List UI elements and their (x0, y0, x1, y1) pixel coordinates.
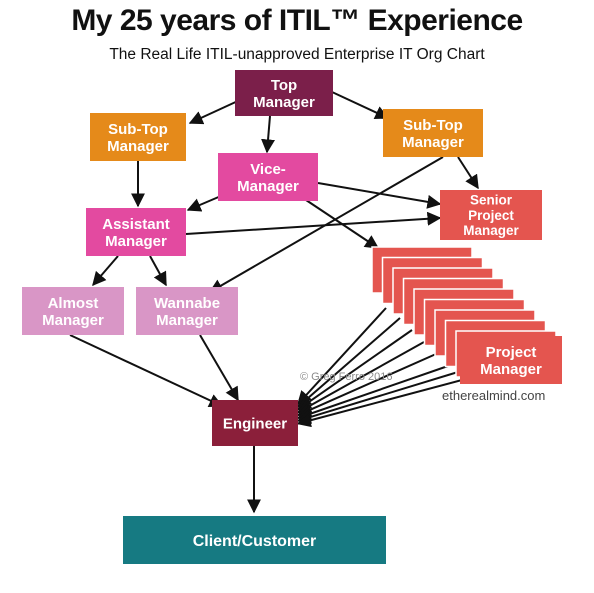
website-label: etherealmind.com (442, 388, 545, 403)
wannabe-manager-box (136, 287, 238, 335)
senior-pm-label: Senior (470, 193, 513, 208)
page-title: My 25 years of ITIL™ Experience (71, 4, 523, 37)
project-manager-label: Manager (480, 361, 542, 378)
sub-top-left-label: Manager (107, 138, 169, 155)
assistant-manager-label: Assistant (102, 216, 170, 233)
project-manager-box (460, 336, 562, 384)
connector-arrow (331, 91, 390, 120)
senior-pm-label: Project (468, 208, 514, 223)
senior-pm-label: Manager (463, 223, 519, 238)
connector-arrow (92, 255, 119, 287)
connector-arrow (149, 255, 167, 287)
engineer-node: Engineer (212, 400, 298, 446)
connector-arrow (296, 379, 463, 428)
engineer-label: Engineer (223, 415, 287, 432)
connector-arrow (199, 334, 239, 402)
project-manager-stack (371, 246, 557, 378)
sub-top-right-label: Sub-Top (403, 117, 463, 134)
copyright-note: © Greg Ferro 2016 (300, 371, 392, 383)
top-manager-label: Manager (253, 94, 315, 111)
project-manager-label: Project (486, 344, 537, 361)
engineer-box (212, 400, 298, 446)
sub-top-left-label: Sub-Top (108, 121, 168, 138)
vice-manager-node: Vice-Manager (218, 153, 318, 201)
almost-manager-label: Almost (48, 295, 99, 312)
top-manager-label: Top (271, 77, 297, 94)
wannabe-manager-label: Manager (156, 312, 218, 329)
sub-top-right-box (383, 109, 483, 157)
arrow-layer (69, 91, 479, 514)
client-box (123, 516, 386, 564)
client-label: Client/Customer (193, 533, 317, 550)
top-manager-box (235, 70, 333, 116)
connector-arrow (185, 211, 442, 235)
connector-arrow (296, 365, 449, 421)
vice-manager-box (218, 153, 318, 201)
almost-manager-label: Manager (42, 312, 104, 329)
sub-top-left-box (90, 113, 186, 161)
connector-arrow (296, 329, 413, 411)
page-subtitle: The Real Life ITIL-unapproved Enterprise… (109, 46, 485, 63)
assistant-manager-box (86, 208, 186, 256)
connector-arrow (188, 99, 241, 125)
vice-manager-label: Vice- (250, 161, 286, 178)
almost-manager-box (22, 287, 124, 335)
box-layer: TopManagerSub-TopManagerSub-TopManagerVi… (22, 70, 562, 564)
connector-arrow (296, 317, 401, 408)
connector-arrow (296, 341, 425, 414)
vice-manager-label: Manager (237, 178, 299, 195)
connector-arrow (296, 353, 437, 417)
assistant-manager-label: Manager (105, 233, 167, 250)
connector-arrow (297, 307, 387, 406)
connector-arrow (261, 115, 276, 154)
connector-arrow (296, 371, 459, 424)
connector-arrow (457, 156, 479, 190)
wannabe-manager-label: Wannabe (154, 295, 220, 312)
client-node: Client/Customer (123, 516, 386, 564)
sub-top-right-label: Manager (402, 134, 464, 151)
senior-pm-box (440, 190, 542, 240)
connector-arrow (317, 182, 442, 209)
connector-arrow (69, 334, 224, 408)
